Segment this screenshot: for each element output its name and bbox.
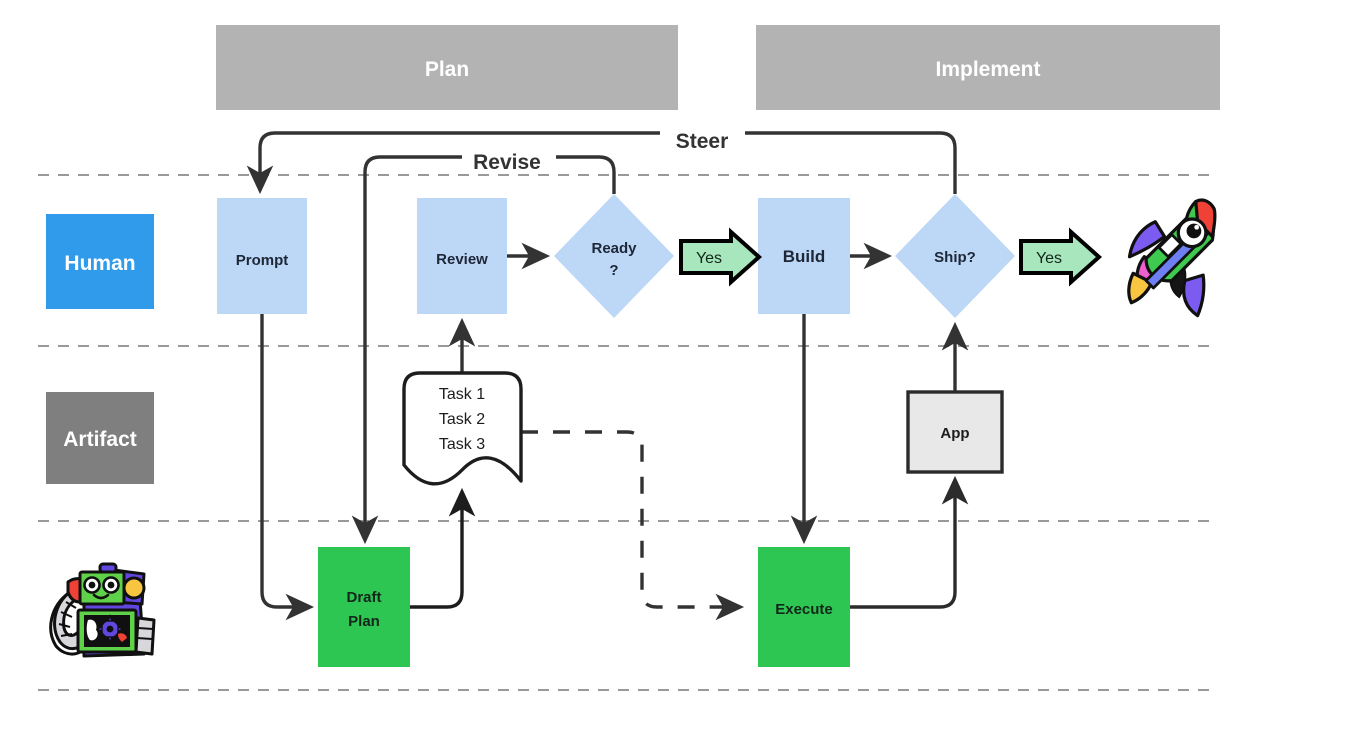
connector-execute-to-app bbox=[850, 475, 969, 609]
connectors bbox=[260, 131, 969, 621]
node-task-document-line-2: Task 2 bbox=[439, 411, 485, 428]
node-review-label: Review bbox=[436, 251, 488, 268]
node-draft-plan-label-line2: Plan bbox=[348, 613, 380, 630]
edge-label-steer-group: Steer bbox=[676, 130, 729, 153]
phase-header-plan-label: Plan bbox=[425, 58, 469, 81]
node-execute[interactable]: Execute bbox=[758, 547, 850, 667]
node-draft-plan[interactable]: Draft Plan bbox=[318, 547, 410, 667]
node-draft-plan-box[interactable] bbox=[318, 547, 410, 667]
yes-arrow-ready-to-build: Yes bbox=[679, 227, 763, 287]
node-prompt[interactable]: Prompt bbox=[217, 198, 307, 314]
node-execute-label: Execute bbox=[775, 601, 833, 618]
connector-draft-to-tasks bbox=[410, 487, 476, 609]
yes-arrow-ship-to-launch-shape bbox=[1019, 227, 1103, 287]
connector-tasks-to-execute-dashed bbox=[521, 430, 745, 621]
node-ship-diamond[interactable] bbox=[895, 194, 1015, 318]
phase-header-implement-label: Implement bbox=[935, 58, 1040, 81]
edge-label-revise-group: Revise bbox=[473, 151, 541, 174]
robot-icon bbox=[49, 562, 156, 658]
node-task-document-line-1: Task 1 bbox=[439, 386, 485, 403]
node-ready-label-line2: ? bbox=[609, 262, 618, 279]
yes-arrow-ship-to-launch: Yes bbox=[1019, 227, 1103, 287]
node-build-label: Build bbox=[783, 247, 826, 266]
lane-label-artifact-box bbox=[46, 392, 154, 484]
edge-label-revise: Revise bbox=[473, 151, 541, 174]
node-prompt-box[interactable] bbox=[217, 198, 307, 314]
node-task-document[interactable]: Task 1 Task 2 Task 3 bbox=[402, 371, 523, 486]
phase-header-plan: Plan bbox=[216, 25, 678, 110]
rocket-icon bbox=[1127, 198, 1217, 318]
lane-label-artifact-text: Artifact bbox=[63, 428, 137, 451]
node-review-box[interactable] bbox=[417, 198, 507, 314]
node-task-document-shape[interactable] bbox=[402, 371, 523, 486]
lane-label-human: Human bbox=[46, 214, 154, 309]
node-app-box[interactable] bbox=[906, 390, 1004, 474]
node-review[interactable]: Review bbox=[417, 198, 507, 314]
yes-arrow-ready-to-build-shape bbox=[679, 227, 763, 287]
lane-label-artifact: Artifact bbox=[46, 392, 154, 484]
node-execute-box[interactable] bbox=[758, 547, 850, 667]
node-ready-decision[interactable]: Ready ? bbox=[554, 194, 674, 318]
yes-arrow-ship-to-launch-label: Yes bbox=[1036, 250, 1062, 267]
lane-label-human-text: Human bbox=[64, 252, 135, 275]
node-app[interactable]: App bbox=[906, 390, 1004, 474]
node-ready-label-line1: Ready bbox=[591, 240, 637, 257]
node-build-box[interactable] bbox=[758, 198, 850, 314]
node-ship-decision[interactable]: Ship? bbox=[895, 194, 1015, 318]
node-prompt-label: Prompt bbox=[236, 252, 289, 269]
node-task-document-line-3: Task 3 bbox=[439, 436, 485, 453]
connector-prompt-to-draft bbox=[260, 314, 315, 621]
node-draft-plan-label-line1: Draft bbox=[346, 589, 381, 606]
lane-label-human-box bbox=[46, 214, 154, 309]
node-ship-label: Ship? bbox=[934, 249, 976, 266]
phase-header-implement: Implement bbox=[756, 25, 1220, 110]
node-build[interactable]: Build bbox=[758, 198, 850, 314]
yes-arrow-ready-to-build-label: Yes bbox=[696, 250, 722, 267]
edge-label-steer: Steer bbox=[676, 130, 729, 153]
connector-steer bbox=[260, 131, 957, 194]
connector-revise bbox=[365, 155, 616, 540]
lane-dividers bbox=[38, 174, 1218, 691]
phase-header-implement-box bbox=[756, 25, 1220, 110]
node-app-label: App bbox=[940, 425, 969, 442]
phase-header-plan-box bbox=[216, 25, 678, 110]
node-ready-diamond[interactable] bbox=[554, 194, 674, 318]
